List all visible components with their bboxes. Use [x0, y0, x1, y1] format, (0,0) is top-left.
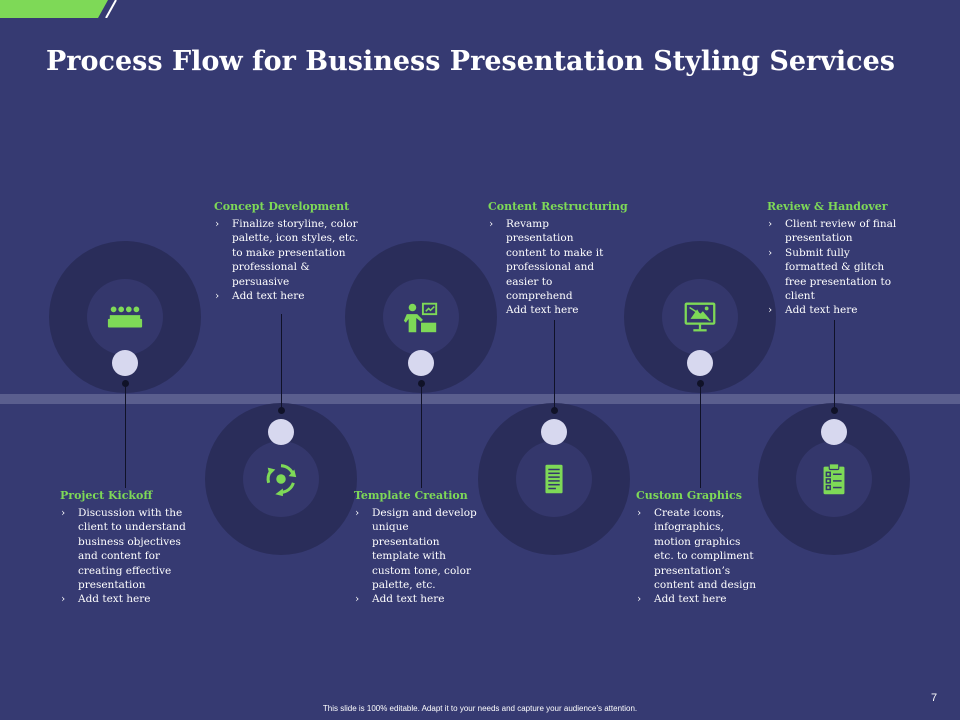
footer-note: This slide is 100% editable. Adapt it to… [322, 704, 638, 713]
step-5-list: Create icons,infographics,motion graphic… [636, 506, 786, 607]
step-3-title: Template Creation [354, 489, 468, 502]
step-6-connector-dot [831, 407, 838, 414]
step-1-card: Project Kickoff Discussion with theclien… [60, 489, 210, 607]
step-2-icon-holder [243, 441, 319, 517]
step-5-connector-dot [697, 380, 704, 387]
step-6-item: Add text here [767, 303, 937, 318]
monitor-design-icon [684, 302, 716, 332]
presenter-board-icon [403, 302, 438, 333]
step-2-title: Concept Development [214, 200, 350, 213]
step-5-item: Add text here [636, 592, 786, 607]
cycle-process-icon [266, 464, 297, 497]
document-icon [545, 464, 563, 494]
step-4-knob [541, 419, 567, 445]
step-4-connector-dot [551, 407, 558, 414]
step-4-title: Content Restructuring [488, 200, 628, 213]
step-2-connector [281, 314, 282, 409]
step-1-knob [112, 350, 138, 376]
checklist-clipboard-icon [823, 463, 845, 495]
step-3-connector [421, 384, 422, 488]
step-6-connector [834, 320, 835, 409]
step-6-title: Review & Handover [767, 200, 888, 213]
step-4-connector [554, 320, 555, 409]
step-6-icon-holder [796, 441, 872, 517]
step-2-connector-dot [278, 407, 285, 414]
step-2-knob [268, 419, 294, 445]
step-1-connector [125, 384, 126, 488]
step-5-connector [700, 384, 701, 488]
step-1-title: Project Kickoff [60, 489, 153, 502]
team-meeting-icon [107, 306, 143, 328]
step-2-card: Concept Development Finalize storyline, … [214, 200, 384, 304]
step-5-knob [687, 350, 713, 376]
step-5-title: Custom Graphics [636, 489, 742, 502]
step-3-item: Design and developuniquepresentationtemp… [354, 506, 504, 592]
step-4-icon-holder [516, 441, 592, 517]
step-3-connector-dot [418, 380, 425, 387]
step-3-icon-holder [383, 279, 459, 355]
step-6-knob [821, 419, 847, 445]
step-3-card: Template Creation Design and developuniq… [354, 489, 504, 607]
step-1-connector-dot [122, 380, 129, 387]
step-3-list: Design and developuniquepresentationtemp… [354, 506, 504, 607]
timeline-band [0, 394, 960, 404]
step-5-item: Create icons,infographics,motion graphic… [636, 506, 786, 592]
step-5-ring [624, 241, 776, 393]
corner-accent [0, 0, 117, 18]
step-5-card: Custom Graphics Create icons,infographic… [636, 489, 786, 607]
step-3-knob [408, 350, 434, 376]
page-title: Process Flow for Business Presentation S… [46, 46, 895, 77]
step-5-icon-holder [662, 279, 738, 355]
page-number: 7 [930, 692, 938, 704]
step-3-item: Add text here [354, 592, 504, 607]
step-1-icon-holder [87, 279, 163, 355]
step-2-item: Add text here [214, 289, 384, 304]
step-6-card: Review & Handover Client review of final… [767, 200, 937, 318]
step-1-item: Add text here [60, 592, 210, 607]
step-4-card: Content Restructuring Revamppresentation… [488, 200, 648, 318]
